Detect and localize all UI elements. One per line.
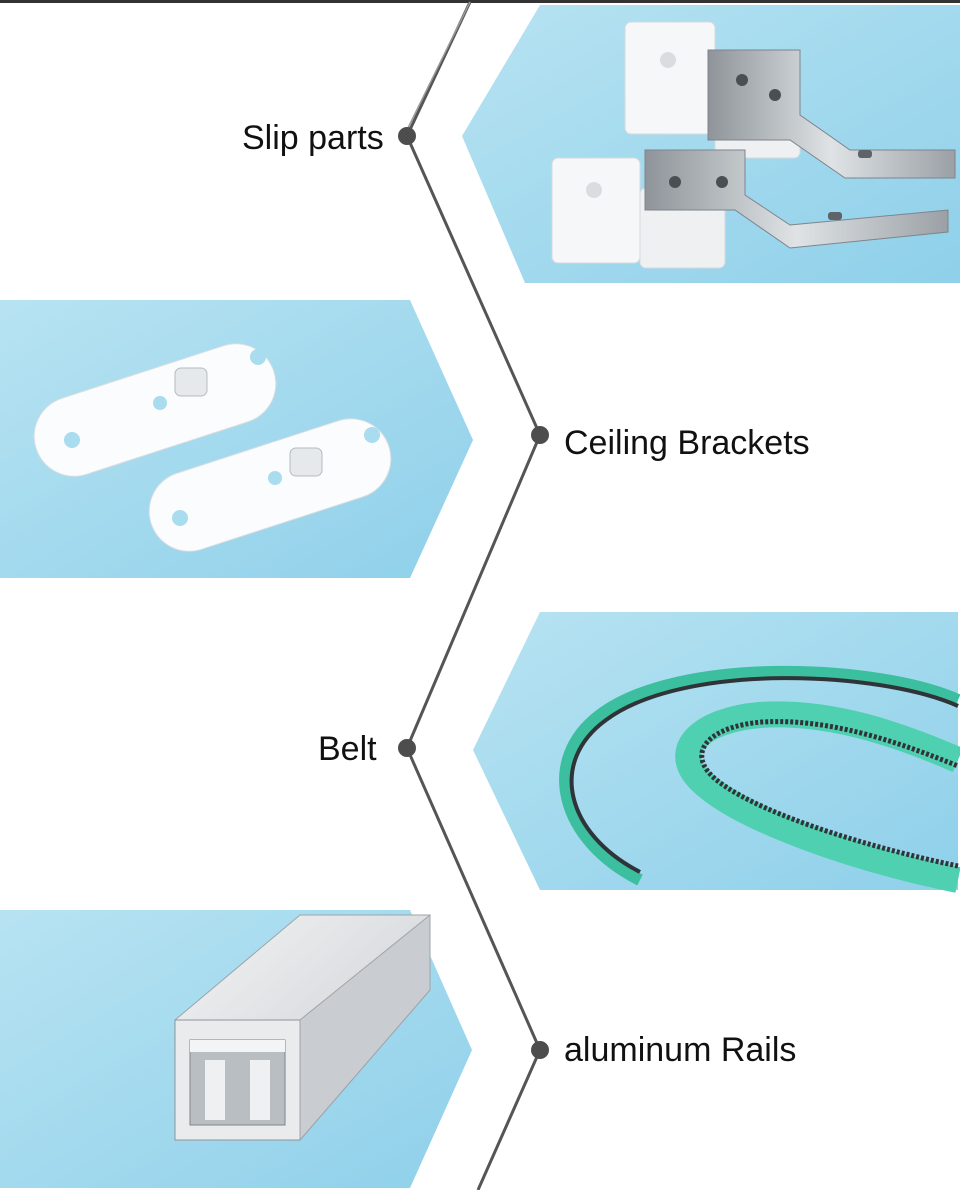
item-label-aluminum-rails: aluminum Rails	[564, 1031, 797, 1069]
item-label-ceiling-brackets: Ceiling Brackets	[564, 424, 810, 462]
timeline-dot-2	[531, 426, 549, 444]
aluminum-rail-photo	[0, 910, 472, 1188]
ceiling-brackets-photo	[0, 300, 473, 578]
timeline-line	[405, 1, 542, 1190]
timeline-dot-1	[398, 127, 416, 145]
item-label-slip-parts: Slip parts	[242, 119, 384, 157]
timeline-dot-4	[531, 1041, 549, 1059]
timeline-line-faint	[403, 1, 471, 137]
item-label-belt: Belt	[318, 730, 377, 768]
slip-parts-photo	[462, 5, 960, 283]
timeline-dot-3	[398, 739, 416, 757]
top-rule	[0, 0, 960, 3]
belt-photo	[473, 612, 960, 893]
